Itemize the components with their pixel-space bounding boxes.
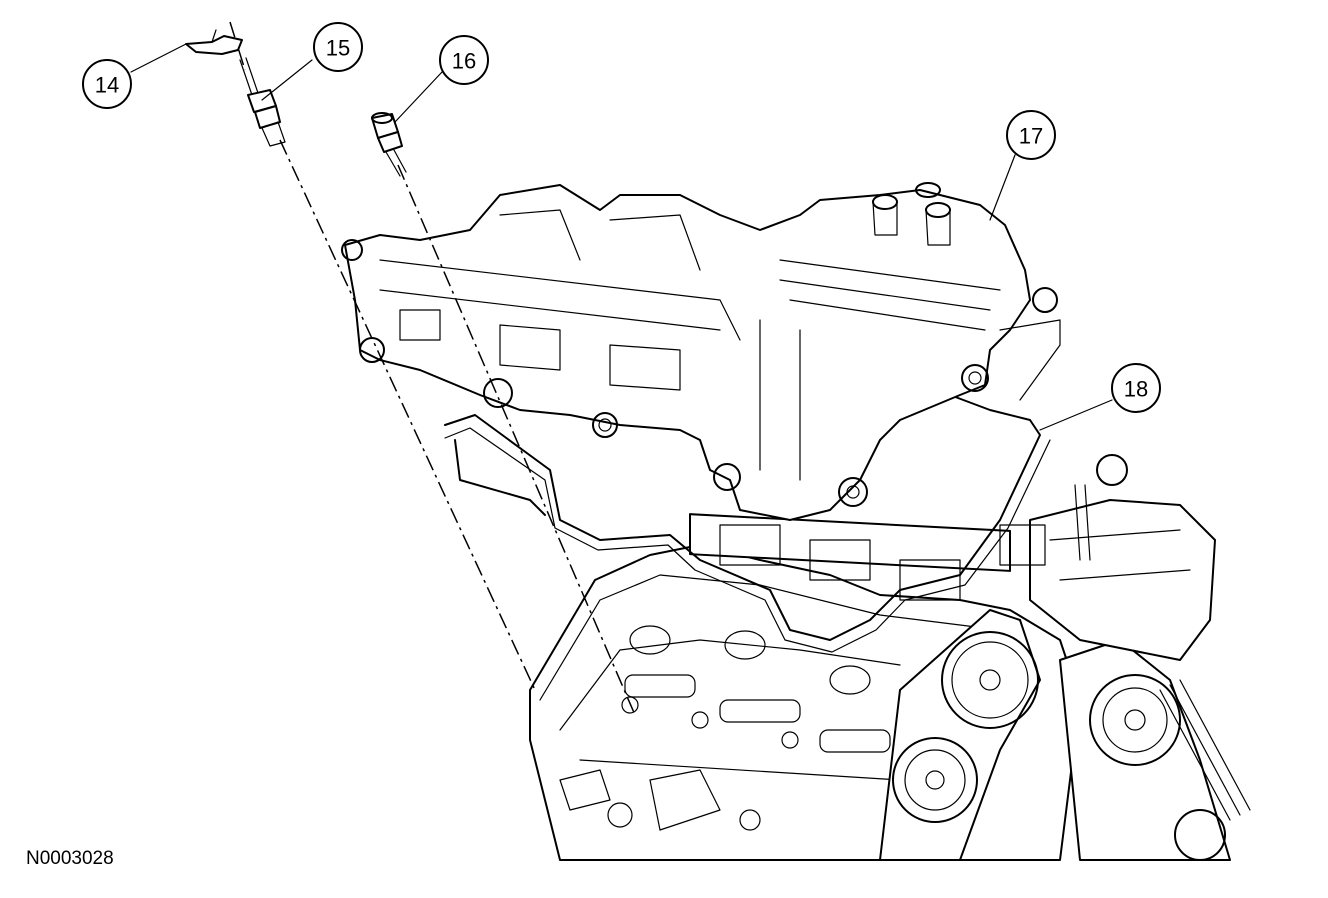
- figure-id: N0003028: [26, 848, 114, 869]
- callout-label: 15: [326, 36, 350, 61]
- callout-label: 16: [452, 49, 476, 74]
- callout-label: 14: [95, 73, 119, 98]
- bolt-part-16: [371, 112, 407, 177]
- callout-17: 17: [1006, 110, 1056, 160]
- callout-15: 15: [313, 22, 363, 72]
- callout-14: 14: [82, 59, 132, 109]
- stud-bolt-part-15: [239, 57, 286, 147]
- ignition-coils: [689, 513, 1046, 601]
- callout-label: 18: [1124, 377, 1148, 402]
- upper-intake-manifold: [341, 182, 1061, 521]
- timing-belt-assembly: [879, 454, 1251, 861]
- callout-16: 16: [439, 35, 489, 85]
- assembly-centerlines: [229, 21, 636, 716]
- callout-18: 18: [1111, 363, 1161, 413]
- leader-lines: [130, 43, 1113, 431]
- intake-manifold-gasket: [444, 394, 1051, 653]
- callout-label: 17: [1019, 124, 1043, 149]
- bracket-part-14: [185, 29, 243, 55]
